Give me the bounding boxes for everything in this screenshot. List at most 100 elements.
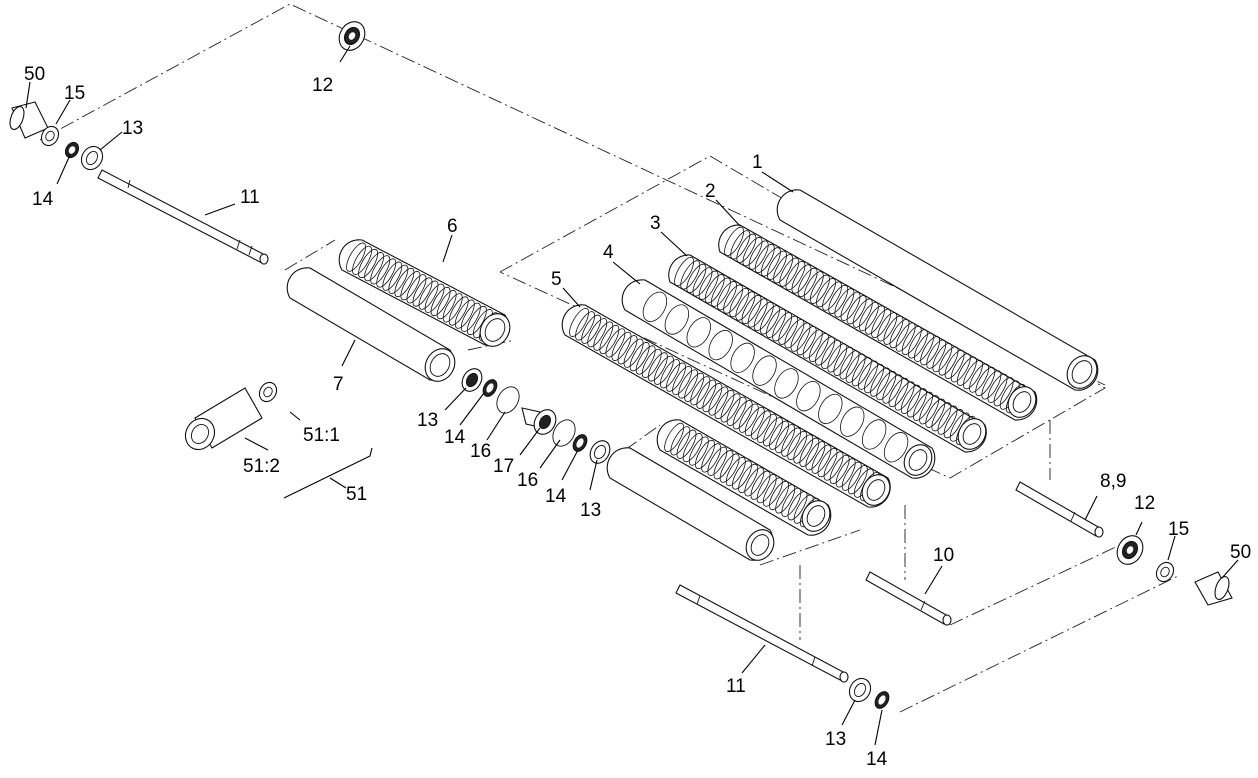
roller-rib: [808, 332, 829, 363]
roller-rib: [406, 274, 427, 304]
callout-11-bottom: 11: [726, 676, 746, 697]
roller-rib: [870, 367, 891, 397]
roller-rib: [702, 383, 723, 413]
roller-rib: [382, 261, 403, 291]
part-50-top-hub: [9, 101, 49, 139]
part-15-top-ring: [40, 125, 60, 147]
roller-rib: [346, 242, 366, 272]
roller-rib: [593, 321, 614, 351]
part-4-segmented-roller: [621, 279, 936, 479]
roller-rib: [674, 256, 695, 287]
roller-rib: [707, 446, 728, 476]
roller-rib: [858, 302, 879, 332]
part-3-ribbed-roller: [668, 254, 987, 453]
roller-rib: [969, 363, 990, 393]
roller-rib: [797, 267, 818, 297]
roller-rib: [692, 267, 713, 297]
part-7-smooth-roller: [286, 267, 456, 382]
lower-smooth-roller: [606, 447, 775, 561]
roller-rib: [742, 237, 763, 267]
lower-ribbed-roller: [656, 419, 832, 536]
roller-rib: [623, 338, 644, 368]
roller-rib: [987, 373, 1008, 403]
part-1-smooth-roller: [776, 189, 1099, 391]
roller-rib: [907, 329, 928, 359]
callout-51-2: 51:2: [243, 456, 280, 477]
callout-12-top: 12: [312, 75, 333, 96]
roller-rib: [750, 470, 771, 500]
roller-rib: [835, 458, 856, 488]
roller-rib: [787, 491, 808, 521]
part-10-shaft: [865, 571, 952, 626]
roller-rib: [920, 336, 941, 366]
roller-rib: [883, 432, 909, 463]
roller-rib: [690, 376, 711, 406]
roller-rib: [744, 407, 765, 437]
part-14-top-washer: [64, 141, 80, 159]
callout-13-mid-right: 13: [580, 500, 601, 521]
roller-rib: [605, 328, 626, 358]
roller-rib: [635, 345, 656, 375]
roller-rib: [732, 460, 752, 490]
roller-rib: [575, 311, 596, 341]
roller-rib: [769, 420, 789, 450]
roller-rib: [847, 465, 868, 495]
roller-rib: [790, 322, 811, 352]
callout-13-mid-left: 13: [417, 410, 438, 431]
roller-rib: [682, 433, 703, 463]
roller-rib: [730, 342, 755, 373]
roller-rib: [781, 487, 802, 517]
roller-rib: [388, 264, 409, 294]
roller-rib: [726, 396, 747, 426]
callout-10: 10: [933, 545, 954, 566]
roller-rib: [660, 359, 680, 389]
roller-rib: [760, 247, 781, 277]
roller-rib: [680, 260, 701, 290]
roller-rib: [775, 484, 796, 514]
roller-rib: [762, 477, 783, 507]
roller-rib: [840, 406, 865, 437]
roller-rib: [569, 307, 589, 337]
roller-rib: [926, 339, 947, 369]
roller-rib: [889, 319, 910, 349]
roller-rib: [696, 379, 717, 409]
roller-rib: [775, 424, 796, 454]
callout-13-bottom: 13: [825, 729, 846, 750]
leader-lines: [25, 45, 1239, 746]
roller-rib: [763, 417, 783, 447]
roller-rib: [738, 463, 759, 493]
roller-rib: [719, 453, 740, 483]
roller-rib: [684, 372, 705, 402]
roller-rib: [938, 346, 959, 376]
roller-rib: [779, 257, 800, 287]
roller-rib: [370, 255, 391, 285]
roller-rib: [882, 374, 903, 404]
roller-rib: [821, 339, 842, 370]
callout-8-9: 8,9: [1100, 471, 1126, 492]
callout-11-top: 11: [240, 187, 260, 208]
callout-4: 4: [603, 242, 614, 263]
roller-rib: [815, 336, 835, 366]
part-12-right-bearing: [1116, 535, 1144, 565]
roller-rib: [698, 270, 719, 300]
roller-rib: [785, 261, 806, 291]
roller-rib: [845, 353, 866, 383]
roller-rib: [666, 362, 686, 392]
callout-50-right: 50: [1230, 542, 1251, 563]
roller-rib: [664, 304, 690, 335]
part-12-top-bearing: [338, 21, 366, 51]
part-15-right-ring: [1155, 561, 1175, 583]
roller-rib: [914, 332, 934, 362]
bottom-ring-stack: [848, 677, 890, 709]
roller-rib: [753, 301, 774, 331]
roller-rib: [641, 348, 662, 379]
roller-rib: [642, 291, 668, 322]
roller-rib: [688, 436, 709, 466]
roller-rib: [647, 352, 668, 382]
callout-12-right: 12: [1134, 493, 1155, 514]
roller-rib: [809, 274, 830, 304]
roller-rib: [769, 480, 789, 511]
roller-rib: [822, 281, 843, 311]
roller-rib: [587, 318, 608, 348]
